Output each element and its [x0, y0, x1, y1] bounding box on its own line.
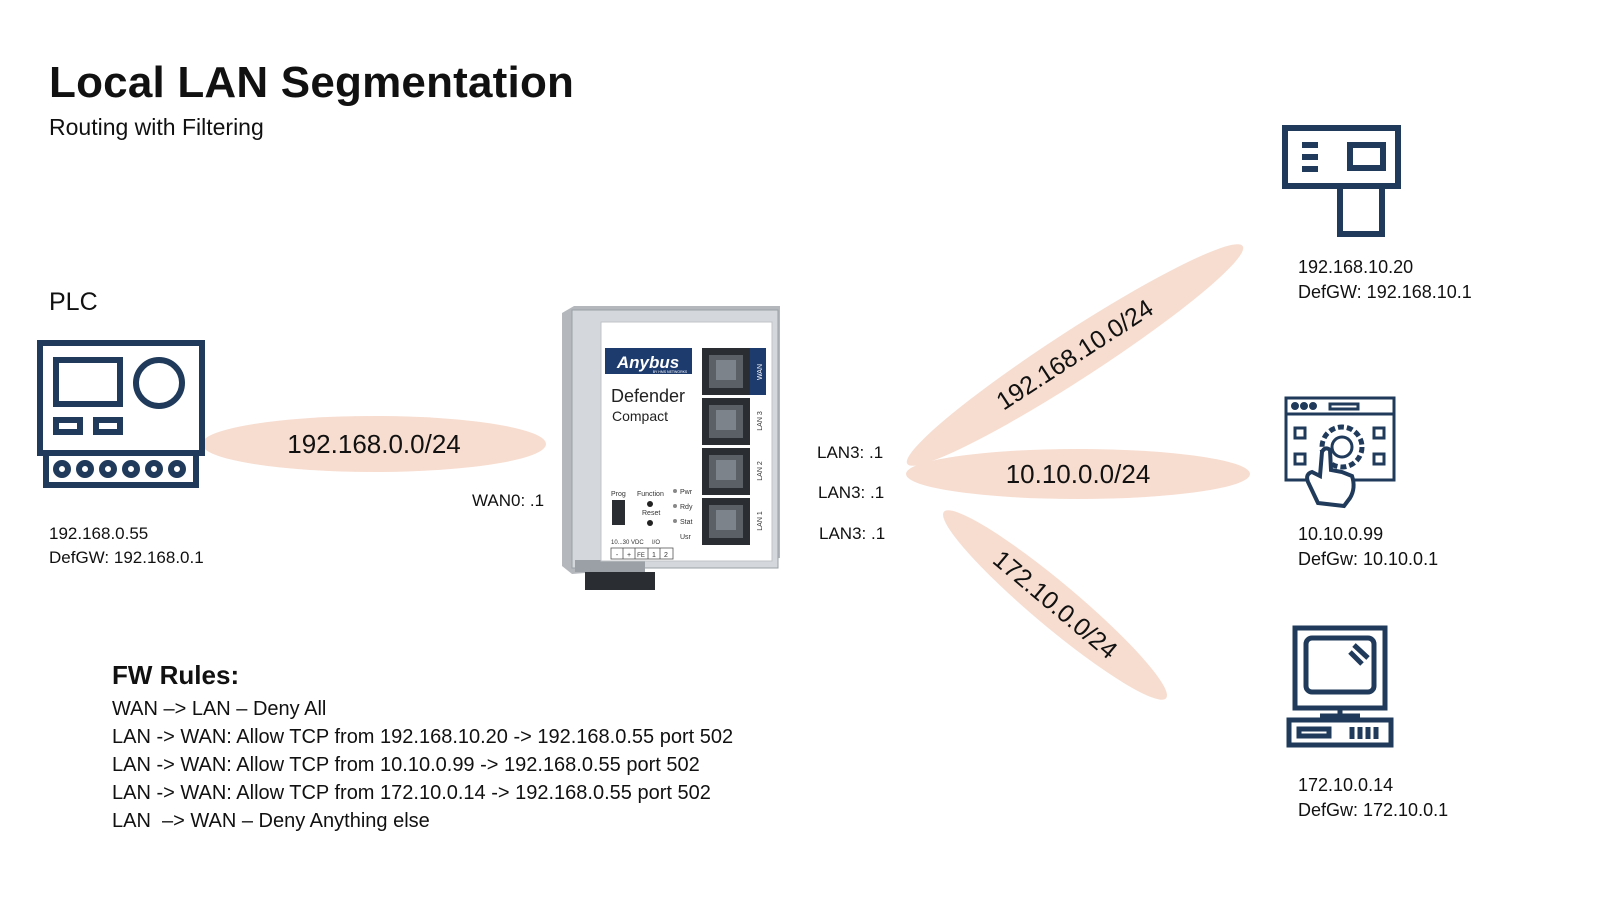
plc-icon — [37, 340, 205, 488]
terminal-fe: FE — [637, 553, 645, 559]
port-label-lan2: LAN 2 — [757, 461, 764, 481]
device-1-gateway: DefGW: 192.168.10.1 — [1298, 282, 1472, 302]
ethernet-port-lan1 — [702, 498, 750, 545]
device-2-ip: 10.10.0.99 — [1298, 524, 1384, 544]
plc-info: 192.168.0.55 DefGW: 192.168.0.1 — [49, 522, 204, 570]
fw-rule-1: WAN –> LAN – Deny All — [112, 698, 327, 720]
fw-rule-3: LAN -> WAN: Allow TCP from 10.10.0.99 ->… — [112, 754, 700, 776]
function-label: Function — [637, 491, 664, 498]
device-3-gateway: DefGw: 172.10.0.1 — [1298, 800, 1449, 820]
ethernet-port-wan — [702, 348, 766, 395]
brand-sub-text: BY HMS NETWORKS — [653, 370, 688, 374]
lan-b-network-ellipse — [906, 449, 1250, 499]
port-label-lan3: LAN 3 — [757, 411, 764, 431]
plc-ip: 192.168.0.55 — [49, 524, 149, 543]
led-pwr — [673, 489, 677, 493]
device-1-ip: 192.168.10.20 — [1298, 257, 1414, 277]
lan-interface-label-middle: LAN3: .1 — [818, 483, 885, 502]
led-label-usr: Usr — [680, 534, 692, 541]
led-rdy — [673, 504, 677, 508]
device-2-gateway: DefGw: 10.10.0.1 — [1298, 549, 1439, 569]
prog-label: Prog — [611, 491, 626, 498]
lan-c-network-ellipse — [943, 510, 1167, 700]
wan-interface-label: WAN0: .1 — [472, 491, 545, 510]
led-label-stat: Stat — [680, 519, 693, 526]
brand-logo-text: Anybus — [616, 353, 679, 372]
ethernet-port-lan2 — [702, 448, 750, 495]
lan-interface-label-top: LAN3: .1 — [817, 443, 884, 462]
fw-rules-title: FW Rules: — [112, 660, 240, 690]
model-line1: Defender — [611, 386, 685, 406]
led-label-rdy: Rdy — [680, 504, 693, 511]
led-label-pwr: Pwr — [680, 489, 693, 496]
fw-rules-panel: FW Rules: WAN –> LAN – Deny All LAN -> W… — [112, 660, 733, 835]
terminal-2: 2 — [664, 552, 668, 559]
device-3-ip: 172.10.0.14 — [1298, 775, 1394, 795]
prog-usb-port — [612, 500, 625, 525]
plc-label: PLC — [49, 288, 98, 316]
terminal-minus: - — [616, 552, 619, 559]
device-2-info: 10.10.0.99 DefGw: 10.10.0.1 — [1298, 522, 1438, 572]
wan-network-label: 192.168.0.0/24 — [287, 429, 461, 459]
wan-network-ellipse — [202, 416, 546, 472]
lan-c-network-label: 172.10.0.0/24 — [987, 545, 1122, 665]
hmi-touch-settings-icon — [1284, 396, 1396, 509]
ethernet-port-lan3 — [702, 398, 750, 445]
page-subtitle: Routing with Filtering — [49, 114, 264, 140]
terminal-1: 1 — [652, 552, 656, 559]
lan-interface-label-bottom: LAN3: .1 — [819, 524, 886, 543]
brand-banner — [605, 348, 692, 374]
fw-rule-2: LAN -> WAN: Allow TCP from 192.168.10.20… — [112, 726, 734, 748]
device-3-info: 172.10.0.14 DefGw: 172.10.0.1 — [1298, 773, 1448, 823]
fw-rule-4: LAN -> WAN: Allow TCP from 172.10.0.14 -… — [112, 782, 711, 804]
io-label: I/O — [652, 540, 660, 546]
reset-label: Reset — [642, 510, 660, 517]
led-stat — [673, 519, 677, 523]
desktop-computer-icon — [1286, 625, 1394, 748]
router-device: Anybus BY HMS NETWORKS Defender Compact … — [562, 306, 780, 590]
lan-a-network-ellipse — [906, 244, 1244, 466]
industrial-terminal-icon — [1282, 125, 1401, 237]
port-label-lan1: LAN 1 — [757, 511, 764, 531]
fw-rule-5: LAN –> WAN – Deny Anything else — [112, 810, 430, 832]
port-label-wan: WAN — [757, 364, 764, 380]
terminal-plus: + — [627, 552, 631, 559]
function-button — [647, 501, 653, 507]
power-label: 10...30 VDC — [611, 540, 644, 546]
terminal-block — [610, 547, 674, 560]
page-title: Local LAN Segmentation — [49, 58, 575, 107]
reset-button — [647, 520, 653, 526]
lan-a-network-label: 192.168.10.0/24 — [992, 294, 1159, 416]
model-line2: Compact — [612, 408, 668, 424]
lan-b-network-label: 10.10.0.0/24 — [1006, 459, 1151, 489]
plc-gateway: DefGW: 192.168.0.1 — [49, 548, 204, 567]
device-1-info: 192.168.10.20 DefGW: 192.168.10.1 — [1298, 255, 1472, 305]
